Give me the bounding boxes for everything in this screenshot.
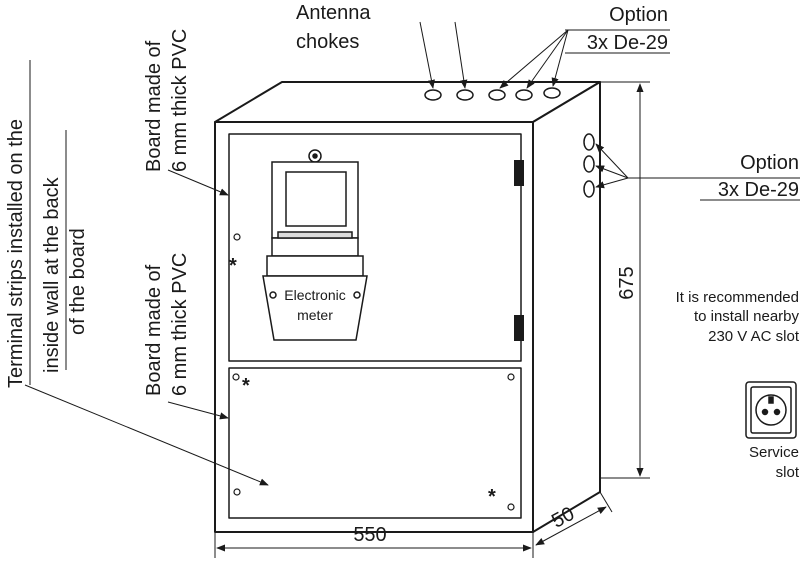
service-label-line2: slot (776, 464, 800, 481)
recommend-line3: 230 V AC slot (708, 328, 800, 345)
antenna-label-line2: chokes (296, 31, 359, 53)
terminal-label-line1: Terminal strips installed on the (5, 119, 27, 388)
dimension-height: 675 (616, 266, 638, 299)
option-gland-top (515, 89, 533, 101)
meter-label-line1: Electronic (284, 287, 345, 303)
terminal-label-line3: of the board (67, 228, 89, 335)
electronic-meter (262, 149, 368, 341)
option-gland-top (488, 89, 506, 101)
lower-panel (228, 367, 522, 519)
recommend-line2: to install nearby (694, 308, 800, 325)
option-gland-side (583, 155, 595, 173)
service-label-line1: Service (749, 444, 799, 461)
option-top-label-line1: Option (609, 4, 668, 26)
cabinet-front-face (214, 121, 534, 533)
recommend-line1: It is recommended (676, 289, 799, 306)
option-gland-top (543, 87, 561, 99)
board-lower-label-line2: 6 mm thick PVC (169, 253, 191, 396)
antenna-choke-gland (456, 89, 474, 101)
dimension-width: 550 (353, 524, 386, 546)
option-gland-side (583, 180, 595, 198)
hinge-top (514, 160, 524, 186)
screw-hole (233, 233, 241, 241)
antenna-choke-gland (424, 89, 442, 101)
star-marker: * (229, 255, 237, 277)
upper-door-panel (228, 133, 522, 362)
star-marker: * (242, 375, 250, 397)
board-upper-label-line2: 6 mm thick PVC (169, 29, 191, 172)
hinge-bottom (514, 315, 524, 341)
option-top-label-line2: 3x De-29 (587, 32, 668, 54)
option-right-label-line1: Option (740, 152, 799, 174)
screw-hole (507, 373, 515, 381)
option-right-label-line2: 3x De-29 (718, 179, 799, 201)
option-gland-side (583, 133, 595, 151)
screw-hole (232, 373, 240, 381)
board-upper-label-line1: Board made of (143, 40, 165, 172)
screw-hole (233, 488, 241, 496)
screw-hole (507, 503, 515, 511)
star-marker: * (488, 486, 496, 508)
board-lower-label-line1: Board made of (143, 264, 165, 396)
service-slot-socket (745, 381, 797, 439)
antenna-label-line1: Antenna (296, 2, 371, 24)
meter-label-line2: meter (297, 307, 333, 323)
terminal-label-line2: inside wall at the back (41, 176, 63, 373)
